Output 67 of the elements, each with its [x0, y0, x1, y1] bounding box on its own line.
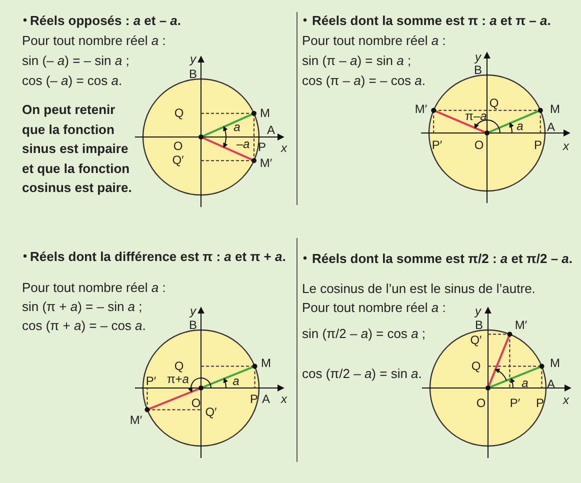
angle-label: π+a	[167, 372, 189, 386]
point-label: M	[550, 356, 560, 370]
point-label: M′	[514, 318, 528, 332]
formula-text: cos (π/2 – a) = sin a.	[302, 366, 422, 382]
body-text: Le cosinus de l’un est le sinus de l’autre.	[302, 281, 536, 297]
formula-text: cos (π – a) = – cos a.	[302, 73, 426, 89]
formula-text: sin (π + a) = – sin a ;	[22, 299, 142, 315]
section-heading: Réels dont la somme est π/2 : a et π/2 – a.	[312, 251, 573, 267]
axis-label: x	[563, 392, 569, 408]
angle-label: –a	[236, 136, 250, 152]
point-label: Q	[174, 358, 184, 374]
point-label: M	[261, 356, 271, 370]
body-text: Pour tout nombre réel a :	[302, 33, 446, 49]
point-label: B	[189, 66, 197, 82]
point-label: O	[474, 138, 484, 152]
angle-label: a	[522, 376, 528, 390]
formula-text: sin (π – a) = sin a ;	[302, 53, 412, 69]
point-label: P′	[432, 138, 442, 152]
point-label: A	[547, 120, 555, 134]
point-label: B	[475, 318, 483, 332]
point-label: P′	[510, 396, 520, 410]
axis-label: y	[475, 50, 481, 64]
angle-label: a	[234, 120, 240, 134]
point-label: Q′	[205, 404, 217, 420]
point-label: M	[550, 102, 560, 116]
point-label: O	[476, 396, 486, 410]
point-label: M′	[130, 412, 142, 428]
point-label: M′	[260, 156, 272, 170]
section-heading: Réels dont la différence est π : a et π + a.	[30, 249, 286, 265]
body-text: Pour tout nombre réel a :	[302, 300, 446, 316]
body-text: Pour tout nombre réel a :	[22, 33, 166, 49]
axis-label: x	[281, 140, 287, 156]
point-label: Q′	[470, 332, 482, 348]
axis-label: x	[563, 138, 569, 154]
point-label: P′	[146, 374, 156, 388]
axis-label: x	[281, 392, 287, 406]
point-label: A	[267, 122, 275, 138]
formula-text: sin (– a) = – sin a ;	[22, 53, 130, 69]
section-heading: Réels opposés : a et – a.	[30, 13, 182, 29]
point-label: B	[474, 62, 482, 78]
point-label: O	[191, 396, 201, 410]
point-label: P	[258, 140, 266, 154]
point-label: A	[547, 376, 555, 392]
body-text: Pour tout nombre réel a :	[22, 280, 166, 296]
axis-label: y	[190, 52, 196, 66]
point-label: Q	[174, 106, 184, 120]
angle-label: π–a	[465, 108, 487, 124]
point-label: P	[250, 392, 258, 406]
formula-text: cos (π + a) = – cos a.	[22, 318, 146, 334]
point-label: Q′	[172, 152, 184, 168]
point-label: O	[173, 138, 183, 154]
point-label: Q	[489, 96, 499, 110]
point-label: M′	[414, 102, 428, 116]
formula-text: cos (– a) = cos a.	[22, 73, 122, 89]
point-label: M	[260, 106, 270, 120]
point-label: A	[262, 392, 270, 406]
point-label: P	[536, 396, 544, 410]
angle-label: a	[232, 374, 240, 388]
note-text: On peut retenir que la fonction sinus est impaire et que la fonction cosinus est paire.	[22, 101, 133, 197]
formula-text: sin (π/2 – a) = cos a ;	[302, 326, 426, 342]
angle-label: a	[516, 118, 524, 134]
axis-label: y	[475, 304, 481, 318]
section-heading: Réels dont la somme est π : a et π – a.	[312, 13, 551, 29]
axis-label: y	[190, 304, 196, 318]
point-label: P	[534, 138, 542, 152]
point-label: B	[189, 318, 197, 332]
point-label: Q	[471, 358, 481, 374]
